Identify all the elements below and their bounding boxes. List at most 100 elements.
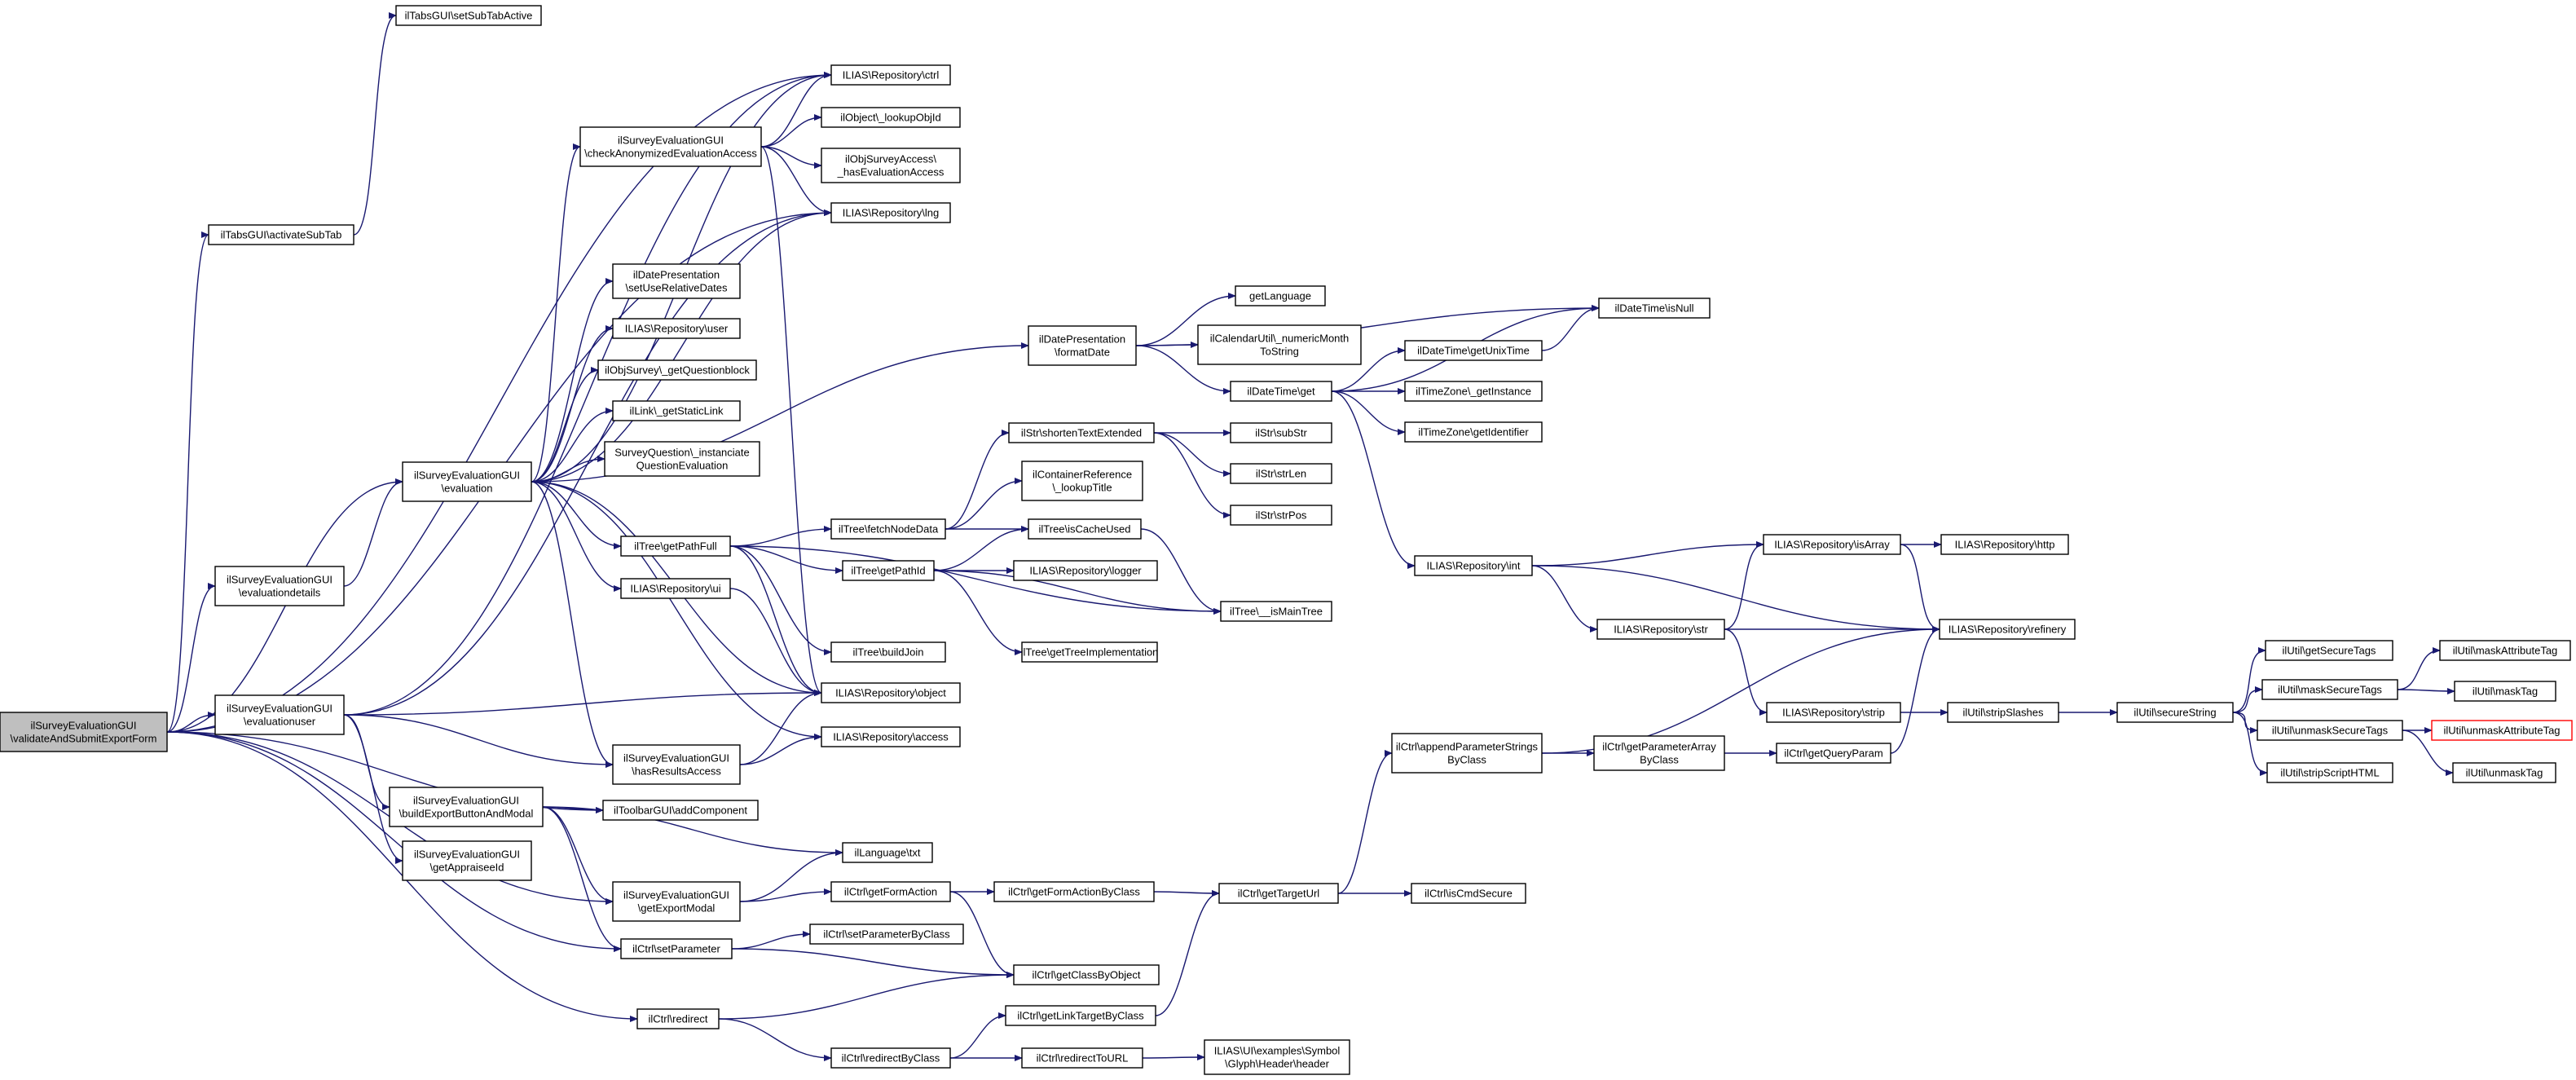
node-get-appraisee-id[interactable]: ilSurveyEvaluationGUI\getAppraiseeId <box>402 840 532 881</box>
node-get-unix-time[interactable]: ilDateTime\getUnixTime <box>1404 340 1543 361</box>
node-label: ilDatePresentation <box>1039 333 1125 346</box>
node-set-sub-tab-active[interactable]: ilTabsGUI\setSubTabActive <box>395 5 542 26</box>
node-get-target-url[interactable]: ilCtrl\getTargetUrl <box>1218 883 1339 904</box>
node-redirect-to-url[interactable]: ilCtrl\redirectToURL <box>1021 1047 1143 1069</box>
node-label: ilTree\buildJoin <box>853 646 924 659</box>
node-evaluationuser[interactable]: ilSurveyEvaluationGUI\evaluationuser <box>214 694 345 735</box>
node-get-form-action-by-class[interactable]: ilCtrl\getFormActionByClass <box>993 881 1155 902</box>
node-get-identifier[interactable]: ilTimeZone\getIdentifier <box>1404 421 1543 443</box>
node-set-parameter[interactable]: ilCtrl\setParameter <box>620 938 733 959</box>
node-unmask-tag[interactable]: ilUtil\unmaskTag <box>2452 762 2556 783</box>
node-get-export-modal[interactable]: ilSurveyEvaluationGUI\getExportModal <box>612 881 741 922</box>
node-instanciate[interactable]: SurveyQuestion\_instanciateQuestionEvalu… <box>604 441 760 477</box>
node-object[interactable]: ILIAS\Repository\object <box>821 682 961 703</box>
edge-check-anon-to-object <box>760 146 822 696</box>
node-build-join[interactable]: ilTree\buildJoin <box>830 641 946 663</box>
node-mask-secure-tags[interactable]: ilUtil\maskSecureTags <box>2261 679 2398 700</box>
node-date-get[interactable]: ilDateTime\get <box>1230 381 1332 402</box>
node-ui[interactable]: ILIAS\Repository\ui <box>620 578 731 599</box>
edge-get-path-id-to-get-tree-impl <box>933 570 1023 655</box>
node-str[interactable]: ILIAS\Repository\str <box>1596 619 1725 640</box>
node-build-export[interactable]: ilSurveyEvaluationGUI\buildExportButtonA… <box>389 787 544 827</box>
node-strip-slashes[interactable]: ilUtil\stripSlashes <box>1947 702 2059 723</box>
node-is-main-tree[interactable]: ilTree\__isMainTree <box>1220 601 1332 622</box>
node-fetch-node-data[interactable]: ilTree\fetchNodeData <box>830 518 946 540</box>
node-get-form-action[interactable]: ilCtrl\getFormAction <box>830 881 951 902</box>
node-unmask-attribute-tag[interactable]: ilUtil\unmaskAttributeTag <box>2431 720 2573 741</box>
node-label: ILIAS\Repository\logger <box>1029 565 1142 577</box>
edge-format-date-to-date-get <box>1135 345 1231 395</box>
node-logger[interactable]: ILIAS\Repository\logger <box>1013 560 1158 581</box>
node-get-query-param[interactable]: ilCtrl\getQueryParam <box>1776 743 1891 764</box>
node-int[interactable]: ILIAS\Repository\int <box>1414 555 1533 576</box>
node-user[interactable]: ILIAS\Repository\user <box>612 318 741 339</box>
node-has-results-access[interactable]: ilSurveyEvaluationGUI\hasResultsAccess <box>612 744 741 785</box>
node-lng[interactable]: ILIAS\Repository\lng <box>830 202 951 223</box>
node-glyph-header[interactable]: ILIAS\UI\examples\Symbol\Glyph\Header\he… <box>1204 1039 1350 1075</box>
node-mask-tag[interactable]: ilUtil\maskTag <box>2454 681 2556 702</box>
node-label: ToString <box>1260 346 1299 358</box>
node-is-cache-used[interactable]: ilTree\isCacheUsed <box>1028 518 1142 540</box>
node-refinery[interactable]: ILIAS\Repository\refinery <box>1939 619 2076 640</box>
node-box <box>2116 702 2234 723</box>
node-box <box>612 400 741 421</box>
node-redirect[interactable]: ilCtrl\redirect <box>636 1008 720 1029</box>
node-box <box>597 359 757 381</box>
node-box <box>2431 720 2573 741</box>
node-label: ilObjSurveyAccess\ <box>845 153 936 165</box>
node-set-use-rel-dates[interactable]: ilDatePresentation\setUseRelativeDates <box>612 263 741 299</box>
node-has-eval-access[interactable]: ilObjSurveyAccess\_hasEvaluationAccess <box>821 148 961 183</box>
node-is-array[interactable]: ILIAS\Repository\isArray <box>1763 534 1901 555</box>
node-redirect-by-class[interactable]: ilCtrl\redirectByClass <box>830 1047 951 1069</box>
node-sub-str[interactable]: ilStr\subStr <box>1230 422 1332 443</box>
node-activate-sub-tab[interactable]: ilTabsGUI\activateSubTab <box>208 224 354 245</box>
node-box <box>821 682 961 703</box>
node-get-tree-impl[interactable]: ilTree\getTreeImplementation <box>1021 641 1159 663</box>
node-strip-script-html[interactable]: ilUtil\stripScriptHTML <box>2266 762 2393 783</box>
node-secure-string[interactable]: ilUtil\secureString <box>2116 702 2234 723</box>
node-strip[interactable]: ILIAS\Repository\strip <box>1766 702 1901 723</box>
node-mask-attribute-tag[interactable]: ilUtil\maskAttributeTag <box>2439 640 2571 661</box>
node-evaluation[interactable]: ilSurveyEvaluationGUI\evaluation <box>402 461 532 502</box>
node-box <box>620 536 731 557</box>
node-check-anon[interactable]: ilSurveyEvaluationGUI\checkAnonymizedEva… <box>579 126 762 167</box>
node-box <box>620 938 733 959</box>
node-get-instance[interactable]: ilTimeZone\_getInstance <box>1404 381 1543 402</box>
root-node[interactable]: ilSurveyEvaluationGUI\validateAndSubmitE… <box>0 712 168 752</box>
edge-root-to-set-parameter <box>166 731 622 952</box>
node-get-path-full[interactable]: ilTree\getPathFull <box>620 536 731 557</box>
node-format-date[interactable]: ilDatePresentation\formatDate <box>1028 325 1137 366</box>
node-txt[interactable]: ilLanguage\txt <box>842 842 933 863</box>
edge-activate-sub-tab-to-set-sub-tab-active <box>353 12 397 236</box>
node-get-class-by-object[interactable]: ilCtrl\getClassByObject <box>1013 964 1160 985</box>
node-http[interactable]: ILIAS\Repository\http <box>1940 534 2069 555</box>
node-box <box>1940 534 2069 555</box>
node-lookup-obj-id[interactable]: ilObject\_lookupObjId <box>821 107 961 128</box>
node-str-pos[interactable]: ilStr\strPos <box>1230 505 1332 526</box>
node-get-secure-tags[interactable]: ilUtil\getSecureTags <box>2265 640 2393 661</box>
node-ctrl[interactable]: ILIAS\Repository\ctrl <box>830 64 951 86</box>
node-get-path-id[interactable]: ilTree\getPathId <box>842 560 935 581</box>
node-shorten-text[interactable]: ilStr\shortenTextExtended <box>1008 422 1155 443</box>
node-label: ilTabsGUI\activateSubTab <box>221 229 342 241</box>
node-access[interactable]: ILIAS\Repository\access <box>821 726 961 747</box>
node-is-null[interactable]: ilDateTime\isNull <box>1598 298 1711 319</box>
node-get-language[interactable]: getLanguage <box>1235 285 1326 306</box>
node-set-param-by-class[interactable]: ilCtrl\setParameterByClass <box>809 924 964 945</box>
node-unmask-secure-tags[interactable]: ilUtil\unmaskSecureTags <box>2257 720 2403 741</box>
edge-root-to-evaluationdetails <box>166 583 216 733</box>
node-is-cmd-secure[interactable]: ilCtrl\isCmdSecure <box>1411 883 1526 904</box>
node-get-questionblock[interactable]: ilObjSurvey\_getQuestionblock <box>597 359 757 381</box>
node-add-component[interactable]: ilToolbarGUI\addComponent <box>602 800 759 821</box>
node-get-link-target[interactable]: ilCtrl\getLinkTargetByClass <box>1005 1005 1156 1026</box>
node-box <box>1008 422 1155 443</box>
node-get-static-link[interactable]: ilLink\_getStaticLink <box>612 400 741 421</box>
edge-evaluation-to-check-anon <box>531 143 581 483</box>
node-box <box>1230 505 1332 526</box>
node-str-len[interactable]: ilStr\strLen <box>1230 463 1332 484</box>
node-container-ref[interactable]: ilContainerReference\_lookupTitle <box>1021 461 1143 501</box>
node-evaluationdetails[interactable]: ilSurveyEvaluationGUI\evaluationdetails <box>214 566 345 606</box>
